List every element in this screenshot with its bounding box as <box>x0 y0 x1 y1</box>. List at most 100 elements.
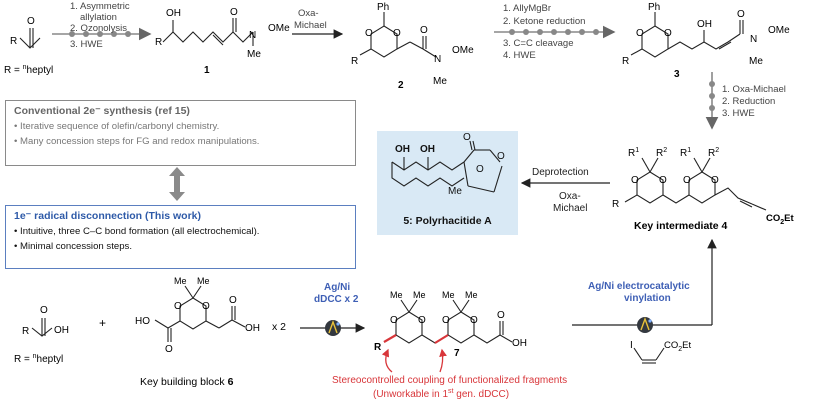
block6-o-bottom: O <box>165 344 173 355</box>
compound-7-label: 7 <box>454 348 460 359</box>
compound-1-r: R <box>155 37 162 48</box>
c7-oh: OH <box>512 338 527 349</box>
conventional-title: Conventional 2e⁻ synthesis (ref 15) <box>14 105 190 117</box>
intermediate-4-r2-b: R2 <box>708 147 719 159</box>
step3-line-1: 1. AllyMgBr <box>503 3 551 14</box>
compound-7-structure <box>383 299 513 344</box>
aldehyde-structure <box>19 28 41 49</box>
target-me-label: Me <box>448 186 462 197</box>
deprotection-label: Deprotection <box>532 167 589 178</box>
compound-1-n: N <box>249 30 256 41</box>
compound-3-label: 3 <box>674 69 680 80</box>
block6-ho: HO <box>135 316 150 327</box>
compound-1-label: 1 <box>204 65 210 76</box>
compound-3-n: N <box>750 34 757 45</box>
c7-r: R <box>374 342 382 353</box>
c7-me-4: Me <box>465 290 478 300</box>
intermediate-4-r1-b: R1 <box>680 147 691 159</box>
radical-disconnection-box: 1e⁻ radical disconnection (This work) • … <box>5 205 356 269</box>
compound-1-me: Me <box>247 49 261 60</box>
oxa-michael-2-line-2: Michael <box>553 203 587 214</box>
intermediate-4-r2-a: R2 <box>656 147 667 159</box>
block6-o-left: O <box>174 301 182 312</box>
radical-bullet-2: • Minimal concession steps. <box>14 241 132 252</box>
target-oh-1-label: OH <box>395 144 410 155</box>
block6-o-right: O <box>202 301 210 312</box>
intermediate-4-o4: O <box>711 175 719 186</box>
target-label: 5: Polyrhacitide A <box>403 215 492 227</box>
down-step-2: 2. Reduction <box>722 96 775 107</box>
compound-1-oh: OH <box>166 8 181 19</box>
down-step-1: 1. Oxa-Michael <box>722 84 786 95</box>
conventional-bullet-2: • Many concession steps for FG and redox… <box>14 136 260 147</box>
compound-2-n: N <box>434 54 441 65</box>
bottom-r-definition: R = nheptyl <box>14 353 63 365</box>
down-step-3: 3. HWE <box>722 108 755 119</box>
target-o-right-label: O <box>497 151 505 162</box>
step3-line-3: 3. C=C cleavage <box>503 38 574 49</box>
red-arrow-1 <box>381 348 393 373</box>
target-o-top-label: O <box>463 132 471 143</box>
intermediate-4-o1: O <box>631 175 639 186</box>
compound-1-o: O <box>230 7 238 18</box>
block6-oh: OH <box>245 323 260 334</box>
compound-3-me: Me <box>749 56 763 67</box>
conventional-bullet-1: • Iterative sequence of olefin/carbonyl … <box>14 121 220 132</box>
compound-7-new-bond-2 <box>434 334 449 344</box>
compound-3-ph: Ph <box>648 2 660 13</box>
vinyl-iodide-i: I <box>630 340 633 351</box>
compound-2-ome: OMe <box>452 45 474 56</box>
compound-3-oh: OH <box>697 19 712 30</box>
vinyl-iodide-co2et: CO2Et <box>664 340 691 353</box>
c7-o-carbonyl: O <box>497 310 505 321</box>
c7-me-2: Me <box>413 290 426 300</box>
compound-3-structure <box>630 12 744 58</box>
c7-o-3: O <box>442 315 450 326</box>
acid-oh: OH <box>54 325 69 336</box>
oxa-michael-1-line-1: Oxa- <box>298 8 319 19</box>
target-oh-2-label: OH <box>420 144 435 155</box>
compound-2-label: 2 <box>398 80 404 91</box>
plus-sign: + <box>99 316 106 330</box>
compound-7-new-bond-1 <box>383 334 397 343</box>
intermediate-4-o3: O <box>683 175 691 186</box>
building-block-6-structure <box>154 285 246 342</box>
block6-me-2: Me <box>197 276 210 286</box>
building-block-label: Key building block 6 <box>140 376 234 388</box>
top-r-definition: R = nheptyl <box>4 64 53 76</box>
aldehyde-r-group: R <box>10 36 17 47</box>
ddcc-title-2: dDCC x 2 <box>314 294 359 305</box>
intermediate-4-r: R <box>612 199 619 210</box>
step3-line-2: 2. Ketone reduction <box>503 16 585 27</box>
vinylation-title-1: Ag/Ni electrocatalytic <box>588 281 690 292</box>
vinyl-iodide-structure <box>633 347 665 364</box>
intermediate-4-co2et: CO2Et <box>766 213 794 226</box>
compound-2-r: R <box>351 56 358 67</box>
compound-3-r: R <box>622 56 629 67</box>
compound-2-me: Me <box>433 76 447 87</box>
red-arrow-2 <box>439 348 447 373</box>
two-way-arrow <box>169 167 185 201</box>
c7-o-4: O <box>470 315 478 326</box>
compound-2-o-right: O <box>393 28 401 39</box>
intermediate-4-o2: O <box>659 175 667 186</box>
c7-me-1: Me <box>390 290 403 300</box>
compound-2-ph: Ph <box>377 2 389 13</box>
conventional-synthesis-box: Conventional 2e⁻ synthesis (ref 15) • It… <box>5 100 356 166</box>
target-o-center-label: O <box>476 164 484 175</box>
step1-dots <box>69 31 131 37</box>
stereo-note: Stereocontrolled coupling of functionali… <box>332 375 567 386</box>
radical-title: 1e⁻ radical disconnection (This work) <box>14 210 202 222</box>
step3-line-4: 4. HWE <box>503 50 536 61</box>
step3-dots <box>509 29 599 35</box>
oxa-michael-2-line-1: Oxa- <box>559 191 581 202</box>
c7-me-3: Me <box>442 290 455 300</box>
stereo-note-2: (Unworkable in 1st gen. dDCC) <box>373 388 509 400</box>
block6-o-top: O <box>229 295 237 306</box>
block6-me-1: Me <box>174 276 187 286</box>
down-arrow-dots <box>709 81 715 111</box>
vinylation-catalyst-icon <box>637 316 653 333</box>
step1-line-1: 1. Asymmetric <box>70 1 130 12</box>
compound-3-o-carbonyl: O <box>737 9 745 20</box>
aldehyde-oxygen: O <box>27 16 35 27</box>
